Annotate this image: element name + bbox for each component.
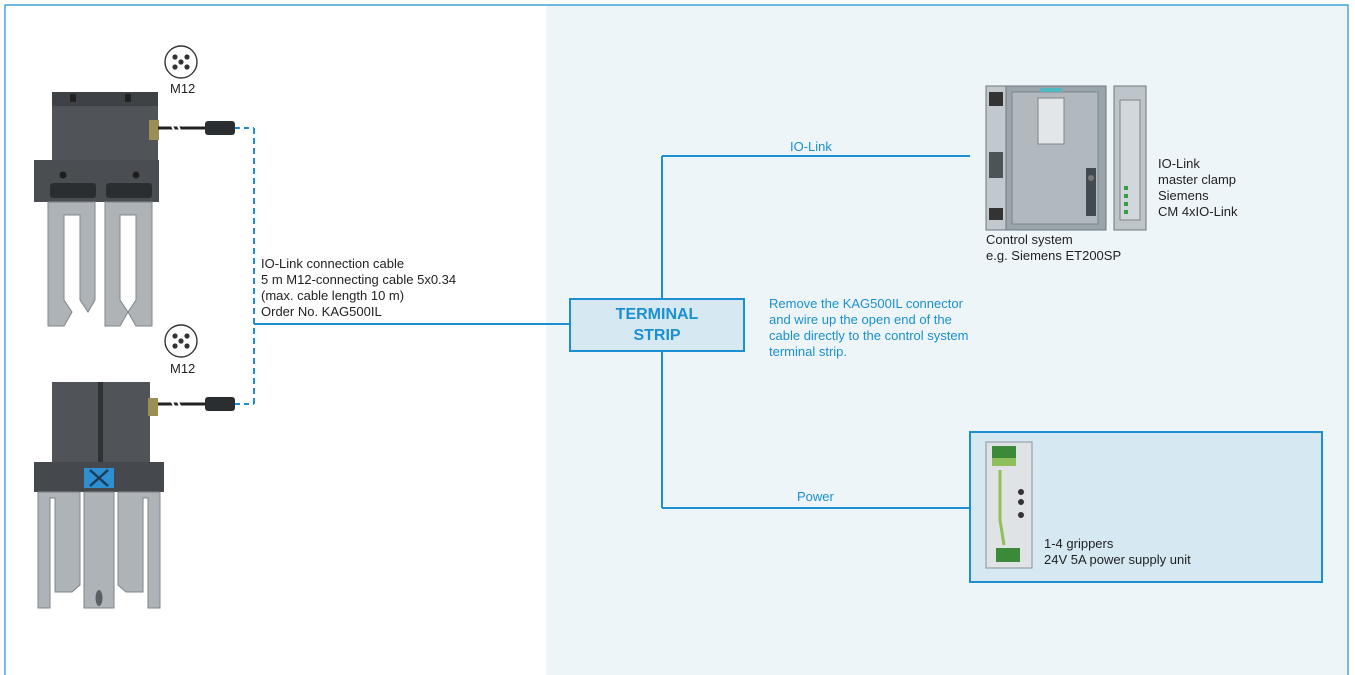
control-system-label: Control system e.g. Siemens ET200SP [986, 232, 1121, 264]
control-system-line: e.g. Siemens ET200SP [986, 248, 1122, 263]
m12-label-bottom: M12 [170, 361, 196, 376]
master-clamp-label: IO-Link master clamp Siemens CM 4xIO-Lin… [1158, 156, 1237, 220]
outer-frame [4, 4, 1349, 675]
note-line: Remove the KAG500IL connector [769, 296, 963, 311]
m12-connector-icon-bottom [164, 324, 198, 358]
cable-line: Order No. KAG500IL [261, 304, 382, 319]
master-clamp-line: master clamp [1158, 172, 1237, 187]
gripper-top [34, 92, 159, 327]
power-supply-device [985, 441, 1033, 569]
master-clamp-line: Siemens [1158, 188, 1209, 203]
cable-top [158, 121, 254, 135]
connection-lines [253, 128, 970, 509]
note-line: cable directly to the control system [769, 328, 969, 343]
io-link-label: IO-Link [790, 139, 832, 154]
terminal-strip: TERMINAL STRIP [569, 298, 745, 352]
power-supply-label: 1-4 grippers 24V 5A power supply unit [1044, 536, 1191, 568]
cable-line: 5 m M12-connecting cable 5x0.34 [261, 272, 457, 287]
note-line: terminal strip. [769, 344, 848, 359]
master-clamp-line: IO-Link [1158, 156, 1200, 171]
power-supply-line: 24V 5A power supply unit [1044, 552, 1191, 567]
master-clamp-line: CM 4xIO-Link [1158, 204, 1238, 219]
io-link-master-clamp-device [1113, 85, 1147, 231]
gripper-bottom [34, 382, 164, 609]
terminal-strip-line: TERMINAL [615, 306, 699, 323]
cable-bottom [158, 397, 254, 411]
cable-description: IO-Link connection cable 5 m M12-connect… [261, 256, 456, 320]
control-system-line: Control system [986, 232, 1073, 247]
power-label: Power [797, 489, 834, 504]
power-supply-line: 1-4 grippers [1044, 536, 1114, 551]
cable-line: (max. cable length 10 m) [261, 288, 405, 303]
note-line: and wire up the open end of the [769, 312, 952, 327]
control-system-device [985, 85, 1107, 231]
m12-connector-icon-top [164, 45, 198, 79]
terminal-strip-line: STRIP [633, 327, 681, 344]
m12-label-top: M12 [170, 81, 196, 96]
wiring-note: Remove the KAG500IL connector and wire u… [769, 296, 968, 360]
cable-line: IO-Link connection cable [261, 256, 405, 271]
